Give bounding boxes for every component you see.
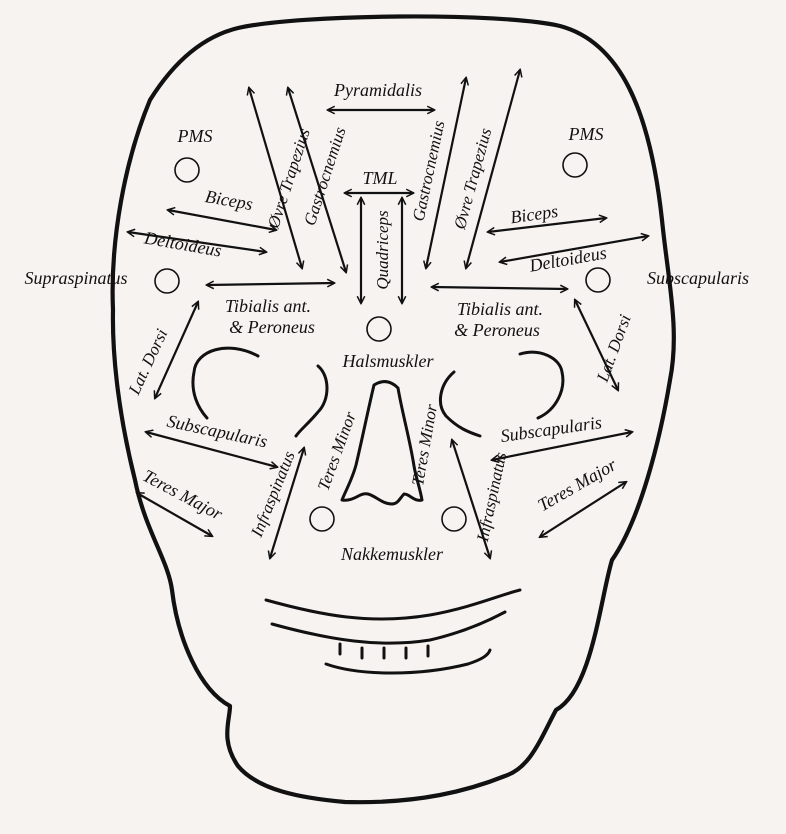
label-quadriceps: Quadriceps [373,210,392,290]
nose-outline [340,380,424,506]
label-biceps-left: Biceps [204,186,255,214]
tooth-marks [338,642,430,660]
label-teres-minor-left: Teres Minor [314,409,360,493]
label-deltoideus-left: Deltoideus [142,227,223,260]
jaw-line [324,648,492,675]
arrow-infraspinatus-left [270,448,304,558]
label-tml: TML [362,168,397,188]
point-nakkemuskler-left [309,506,335,532]
right-eye-socket [518,350,565,420]
upper-teeth [264,588,522,621]
label-teres-minor-right: Teres Minor [408,402,441,487]
arrow-infraspinatus-right [452,440,490,558]
arrow-teres-major-right [540,482,626,537]
arrow-deltoideus-right [500,236,648,262]
point-halsmuskler [366,316,392,342]
label-tibialis-right-1: Tibialis ant. [457,299,543,319]
label-subscapularis-right: Subscapularis [647,268,749,288]
point-pms-left [174,157,200,183]
label-teres-major-left: Teres Major [140,465,227,524]
point-pms-right [562,152,588,178]
label-supraspinatus: Supraspinatus [24,268,127,288]
label-trapezius-right: Øvre Trapezius [450,126,496,232]
left-eye-socket [191,346,260,420]
right-eye-socket-inner [438,370,482,438]
arrow-biceps-left [168,210,276,230]
label-pms-right: PMS [568,124,604,144]
arrow-teres-major-left [137,493,212,536]
label-tibialis-right-2: & Peroneus [454,320,540,340]
arrow-lat-dorsi-left [155,302,198,398]
label-infraspinatus-right: Infraspinatus [473,450,511,544]
arrow-tibialis-right [432,287,567,289]
label-subscapularis-left: Subscapularis [165,411,269,452]
arrow-biceps-right [488,218,606,232]
label-nakkemuskler: Nakkemuskler [340,544,444,564]
point-nakkemuskler-right [441,506,467,532]
point-supraspinatus [154,268,180,294]
skull-outline [110,14,676,805]
point-subscapularis [585,267,611,293]
arrow-trapezius-left [249,88,302,268]
label-pms-left: PMS [177,126,213,146]
label-tibialis-left-2: & Peroneus [229,317,315,337]
label-teres-major-right: Teres Major [534,454,620,515]
label-lat-dorsi-left: Lat. Dorsi [124,326,171,399]
arrow-trapezius-right [466,70,520,268]
label-gastrocnemius-right: Gastrocnemius [409,118,449,222]
arrow-lat-dorsi-right [575,300,618,390]
arrow-tibialis-left [207,283,334,285]
label-tibialis-left-1: Tibialis ant. [225,296,311,316]
arrow-subscapularis-right [492,432,632,460]
lower-teeth [270,610,507,645]
arrow-deltoideus-left [128,232,266,252]
label-halsmuskler: Halsmuskler [342,351,435,371]
arrow-subscapularis-left [146,432,277,467]
label-pyramidalis: Pyramidalis [333,80,422,100]
left-eye-socket-inner [294,364,329,438]
arrow-gastrocnemius-right [426,78,466,268]
